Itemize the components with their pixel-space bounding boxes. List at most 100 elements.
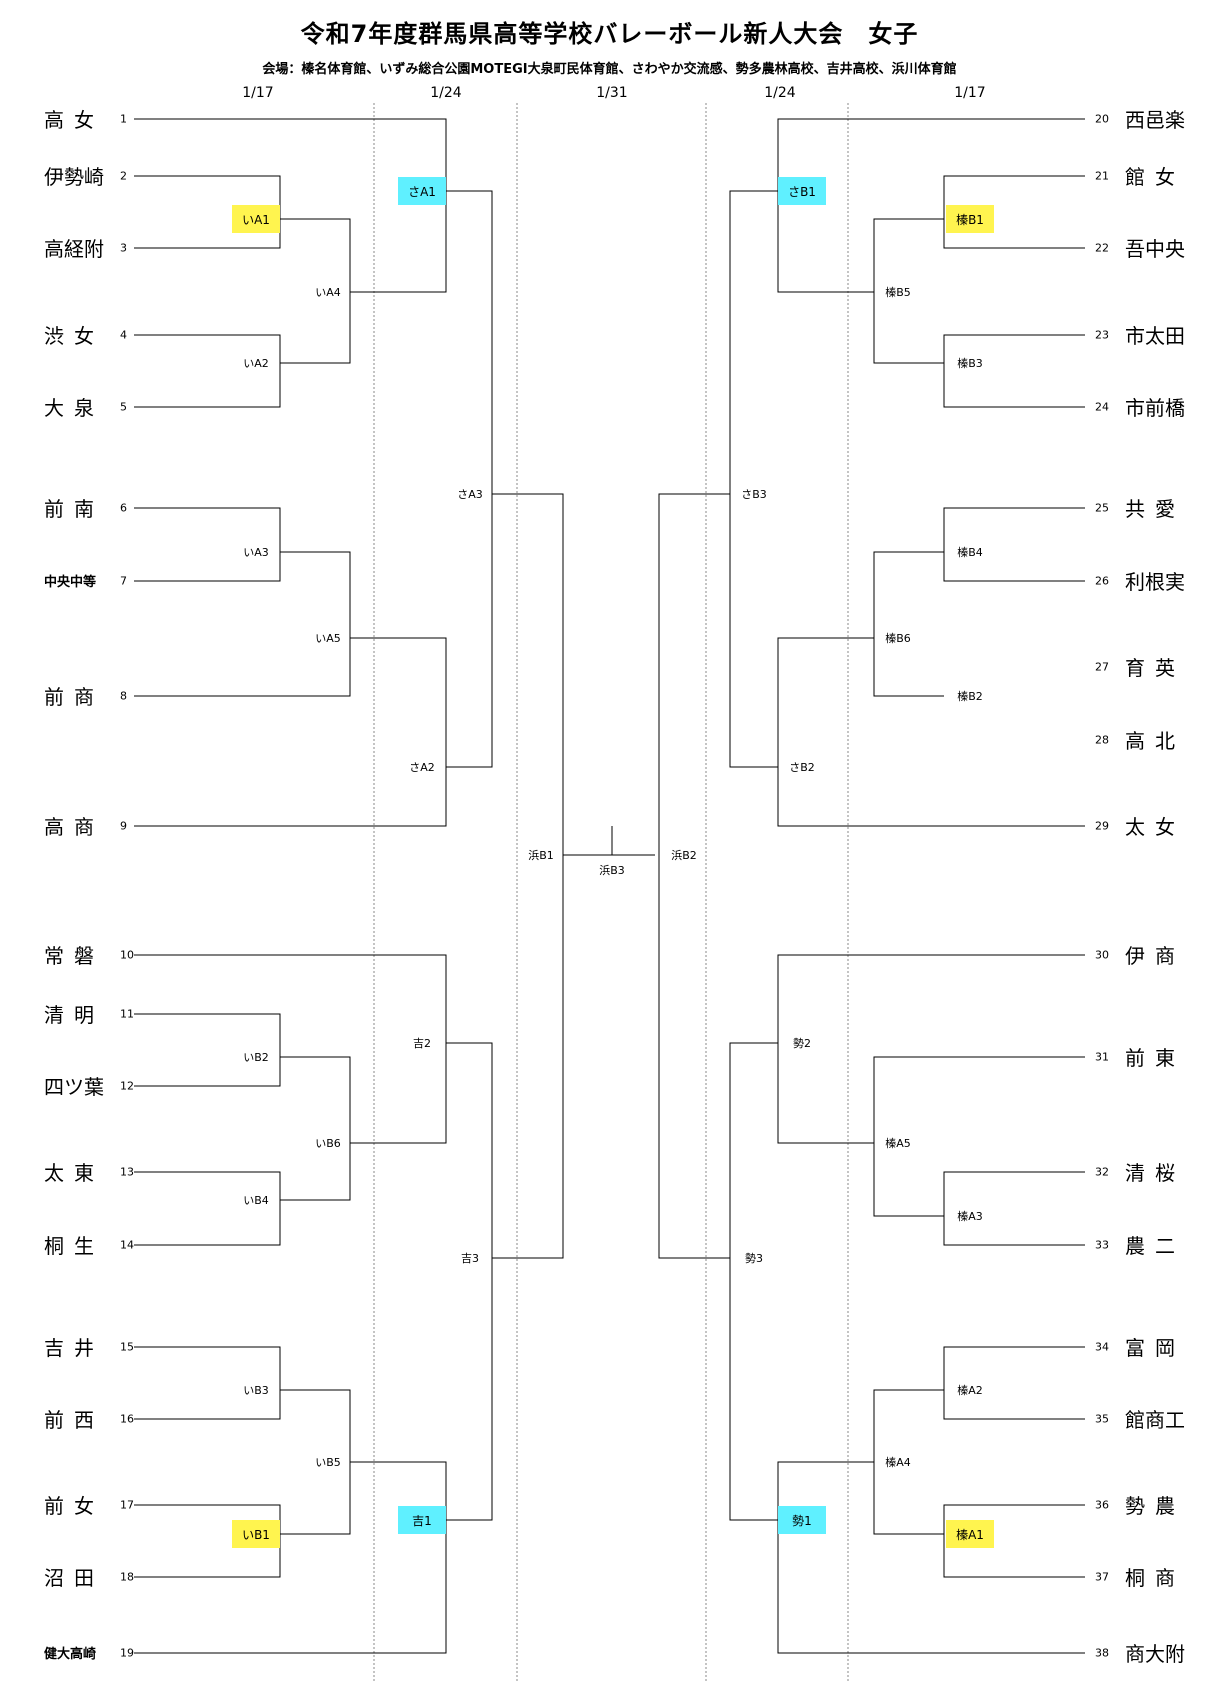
match-label-highlight: いA1 — [232, 205, 280, 233]
team-seed: 35 — [1095, 1412, 1109, 1426]
team-name: 桐生 — [44, 1233, 104, 1258]
match-label: さB3 — [741, 488, 767, 501]
bracket-line — [134, 954, 447, 1144]
match-label-highlight: 榛A1 — [946, 1520, 994, 1548]
match-label: いA3 — [243, 546, 269, 559]
bracket-line — [777, 1461, 1085, 1654]
match-label: いB5 — [315, 1456, 341, 1469]
match-label: 榛B3 — [957, 357, 983, 370]
match-label: 浜B3 — [599, 864, 625, 877]
bracket-line — [134, 1504, 281, 1578]
team-name: 太女 — [1125, 814, 1185, 839]
team-name: 高北 — [1125, 728, 1185, 753]
team-name: 前東 — [1125, 1045, 1185, 1070]
team-name: 常磐 — [44, 943, 104, 968]
team-name: 市前橋 — [1125, 395, 1185, 420]
date-round1-right: 1/17 — [954, 85, 986, 101]
match-label: 榛B5 — [885, 286, 911, 299]
team-seed: 14 — [120, 1238, 134, 1252]
team-seed: 38 — [1095, 1646, 1109, 1660]
team-name: 前商 — [44, 684, 104, 709]
bracket-line — [943, 1171, 1085, 1246]
team-name: 伊勢崎 — [44, 164, 104, 189]
team-seed: 12 — [120, 1079, 134, 1093]
match-label: いB4 — [243, 1194, 269, 1207]
team-seed: 20 — [1095, 112, 1109, 126]
match-label: さA3 — [457, 488, 483, 501]
team-name: 清桜 — [1125, 1160, 1185, 1185]
match-label-highlight: 吉1 — [398, 1506, 446, 1534]
team-name: 館女 — [1125, 164, 1185, 189]
team-name: 西邑楽 — [1125, 107, 1185, 132]
team-name: 館商工 — [1125, 1407, 1185, 1432]
match-label: 榛A2 — [957, 1384, 983, 1397]
team-seed: 21 — [1095, 169, 1109, 183]
bracket-line — [280, 1056, 351, 1201]
team-name: 伊商 — [1125, 943, 1185, 968]
bracket-line — [777, 954, 1085, 1144]
bracket-line — [658, 493, 730, 1259]
team-seed: 34 — [1095, 1340, 1109, 1354]
match-label: 浜B1 — [528, 849, 554, 862]
team-name: 吾中央 — [1125, 236, 1185, 261]
team-seed: 17 — [120, 1498, 134, 1512]
team-seed: 13 — [120, 1165, 134, 1179]
team-name: 高経附 — [44, 236, 104, 261]
bracket-line — [943, 1504, 1085, 1578]
bracket-line — [729, 190, 778, 768]
team-seed: 27 — [1095, 660, 1109, 674]
match-label: いB2 — [243, 1051, 269, 1064]
match-label: 榛B4 — [957, 546, 983, 559]
team-name: 共愛 — [1125, 496, 1185, 521]
team-name: 富岡 — [1125, 1335, 1185, 1360]
match-label: 浜B2 — [671, 849, 697, 862]
team-seed: 26 — [1095, 574, 1109, 588]
team-name: 吉井 — [44, 1335, 104, 1360]
team-name: 前西 — [44, 1407, 104, 1432]
team-seed: 33 — [1095, 1238, 1109, 1252]
team-name: 健大高崎 — [44, 1647, 97, 1663]
bracket-line — [280, 218, 351, 364]
match-label: 吉2 — [413, 1037, 431, 1050]
bracket-line — [134, 637, 447, 827]
match-label: 榛B6 — [885, 632, 911, 645]
bracket-line — [134, 334, 281, 408]
match-label: 勢2 — [793, 1037, 811, 1050]
team-name: 勢農 — [1125, 1493, 1185, 1518]
team-name: 農二 — [1125, 1233, 1185, 1258]
bracket-line — [134, 1013, 281, 1087]
date-round1-left: 1/17 — [242, 85, 274, 101]
date-round2-left: 1/24 — [430, 85, 462, 101]
match-label: 榛A5 — [885, 1137, 911, 1150]
bracket-line — [873, 1056, 1085, 1217]
bracket-line — [492, 493, 564, 1259]
bracket-line — [943, 507, 1085, 582]
team-name: 渋女 — [44, 323, 104, 348]
bracket-line — [873, 551, 944, 697]
match-label: いB6 — [315, 1137, 341, 1150]
team-name: 市太田 — [1125, 323, 1185, 348]
team-seed: 1 — [120, 112, 127, 126]
page-title: 令和7年度群馬県高等学校バレーボール新人大会 女子 — [300, 20, 919, 48]
bracket-line — [446, 1042, 493, 1521]
bracket-line — [134, 1346, 281, 1420]
bracket-line — [134, 1461, 447, 1654]
team-seed: 6 — [120, 501, 127, 515]
match-label-highlight: いB1 — [232, 1520, 280, 1548]
bracket-line — [943, 175, 1085, 249]
team-seed: 22 — [1095, 241, 1109, 255]
team-seed: 32 — [1095, 1165, 1109, 1179]
bracket-line — [777, 637, 1085, 827]
bracket-line — [729, 1042, 778, 1521]
match-label: 榛B2 — [957, 690, 983, 703]
venue-line: 会場：榛名体育館、いずみ総合公園MOTEGI大泉町民体育館、さわやか交流感、勢多… — [262, 62, 957, 77]
bracket-line — [134, 1171, 281, 1246]
team-seed: 5 — [120, 400, 127, 414]
bracket-line — [134, 507, 281, 582]
bracket-line — [134, 118, 447, 293]
team-seed: 16 — [120, 1412, 134, 1426]
match-label: さA2 — [409, 761, 435, 774]
team-seed: 28 — [1095, 733, 1109, 747]
team-seed: 11 — [120, 1007, 134, 1021]
